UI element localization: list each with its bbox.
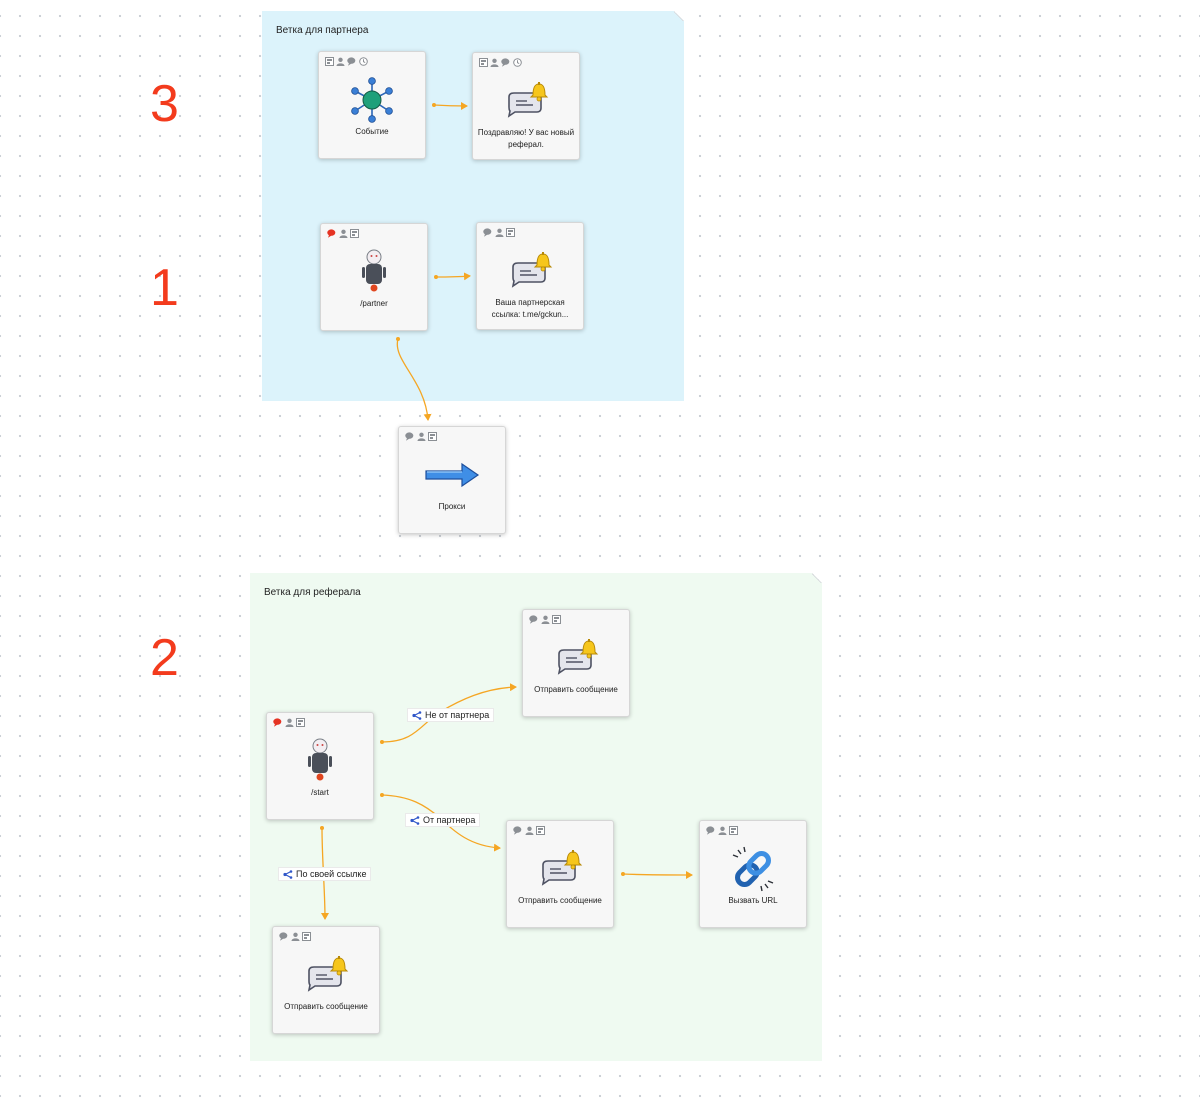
node-call-url[interactable]: Вызвать URL — [699, 820, 807, 928]
chat-icon — [405, 431, 414, 441]
step-marker-3: 3 — [150, 75, 179, 133]
clock-icon — [359, 56, 368, 66]
node-badges — [273, 717, 305, 727]
settings-icon — [479, 57, 488, 67]
settings-icon — [729, 825, 738, 835]
message-bell-icon — [523, 632, 629, 684]
clock-icon — [513, 57, 522, 67]
settings-icon — [506, 227, 515, 237]
event-hub-icon — [319, 74, 425, 126]
node-partner-command[interactable]: /partner — [320, 223, 428, 331]
node-label: Вызвать URL — [728, 896, 778, 905]
node-send-message-not-partner[interactable]: Отправить сообщение — [522, 609, 630, 717]
node-label: Отправить сообщение — [518, 896, 602, 905]
node-congrats-message[interactable]: Поздравляю! У вас новый реферал. — [472, 52, 580, 160]
branch-icon — [412, 710, 422, 720]
node-label: Отправить сообщение — [534, 685, 618, 694]
user-icon — [339, 229, 348, 238]
node-label: Ваша партнерская ссылка: t.me/gckun... — [491, 298, 569, 319]
node-label: /partner — [360, 299, 388, 308]
user-icon — [336, 57, 345, 66]
step-marker-2: 2 — [150, 629, 179, 687]
user-icon — [718, 826, 727, 835]
node-send-message-own-link[interactable]: Отправить сообщение — [272, 926, 380, 1034]
settings-icon — [296, 717, 305, 727]
node-event[interactable]: Событие — [318, 51, 426, 159]
settings-icon — [552, 614, 561, 624]
chat-red-icon — [327, 228, 336, 238]
settings-icon — [428, 431, 437, 441]
chat-icon — [513, 825, 522, 835]
chat-icon — [706, 825, 715, 835]
node-partner-link-message[interactable]: Ваша партнерская ссылка: t.me/gckun... — [476, 222, 584, 330]
node-badges — [529, 614, 561, 624]
node-badges — [479, 57, 522, 67]
edge-label-text: От партнера — [423, 815, 476, 825]
node-label: Отправить сообщение — [284, 1002, 368, 1011]
edge-label-own-link[interactable]: По своей ссылке — [278, 867, 372, 881]
chat-icon — [529, 614, 538, 624]
message-bell-icon — [473, 75, 579, 127]
node-badges — [483, 227, 515, 237]
edge-label-text: По своей ссылке — [296, 869, 367, 879]
group-title: Ветка для партнера — [276, 25, 369, 36]
user-icon — [525, 826, 534, 835]
group-title: Ветка для реферала — [264, 587, 361, 598]
node-badges — [405, 431, 437, 441]
link-icon — [700, 843, 806, 895]
settings-icon — [350, 228, 359, 238]
user-icon — [495, 228, 504, 237]
branch-icon — [410, 815, 420, 825]
arrow-right-icon — [399, 449, 505, 501]
node-badges — [706, 825, 738, 835]
edge-label-from-partner[interactable]: От партнера — [405, 813, 481, 827]
chat-icon — [347, 56, 356, 66]
bot-icon — [267, 735, 373, 787]
node-badges — [279, 931, 311, 941]
node-start-command[interactable]: /start — [266, 712, 374, 820]
node-proxy[interactable]: Прокси — [398, 426, 506, 534]
settings-icon — [302, 931, 311, 941]
group-corner-fold — [812, 573, 822, 583]
settings-icon — [536, 825, 545, 835]
user-icon — [417, 432, 426, 441]
step-marker-1: 1 — [150, 259, 179, 317]
node-label: Поздравляю! У вас новый реферал. — [477, 128, 575, 149]
group-corner-fold — [674, 11, 684, 21]
chat-icon — [501, 57, 510, 67]
node-label: Прокси — [438, 502, 466, 511]
edge-label-not-from-partner[interactable]: Не от партнера — [407, 708, 495, 722]
node-label: /start — [311, 788, 329, 797]
chat-icon — [483, 227, 492, 237]
user-icon — [541, 615, 550, 624]
edge-label-text: Не от партнера — [425, 710, 490, 720]
message-bell-icon — [477, 245, 583, 297]
node-label: Событие — [355, 127, 389, 136]
user-icon — [490, 58, 499, 67]
user-icon — [285, 718, 294, 727]
branch-icon — [283, 869, 293, 879]
node-badges — [325, 56, 368, 66]
bot-icon — [321, 246, 427, 298]
user-icon — [291, 932, 300, 941]
chat-icon — [279, 931, 288, 941]
message-bell-icon — [507, 843, 613, 895]
node-send-message-from-partner[interactable]: Отправить сообщение — [506, 820, 614, 928]
node-badges — [327, 228, 359, 238]
message-bell-icon — [273, 949, 379, 1001]
chat-red-icon — [273, 717, 282, 727]
node-badges — [513, 825, 545, 835]
settings-icon — [325, 56, 334, 66]
